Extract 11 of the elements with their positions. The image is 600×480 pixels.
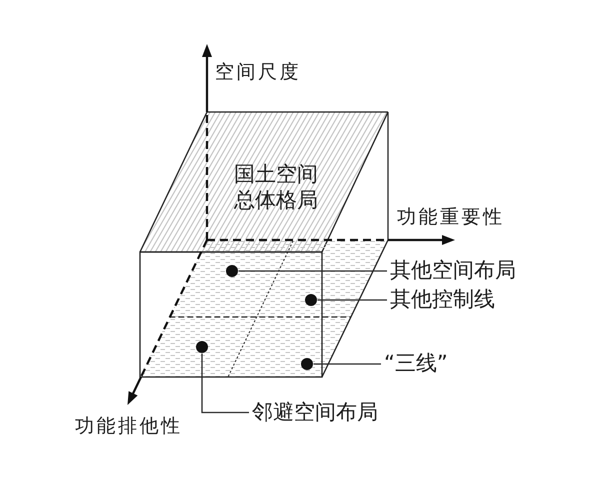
callout-label: 邻避空间布局	[252, 400, 378, 425]
plane-label: 国土空间总体格局	[233, 161, 319, 213]
leader-line	[314, 363, 381, 365]
axis-label: 功能重要性	[397, 205, 504, 229]
leader-line	[201, 354, 249, 414]
axis-label: 空间尺度	[215, 60, 301, 84]
callout-label: “三线”	[384, 351, 448, 376]
callout-label: 其他空间布局	[390, 258, 516, 283]
callout-label: 其他控制线	[390, 287, 495, 312]
axis-label: 功能排他性	[75, 414, 182, 438]
leader-line	[318, 299, 387, 301]
